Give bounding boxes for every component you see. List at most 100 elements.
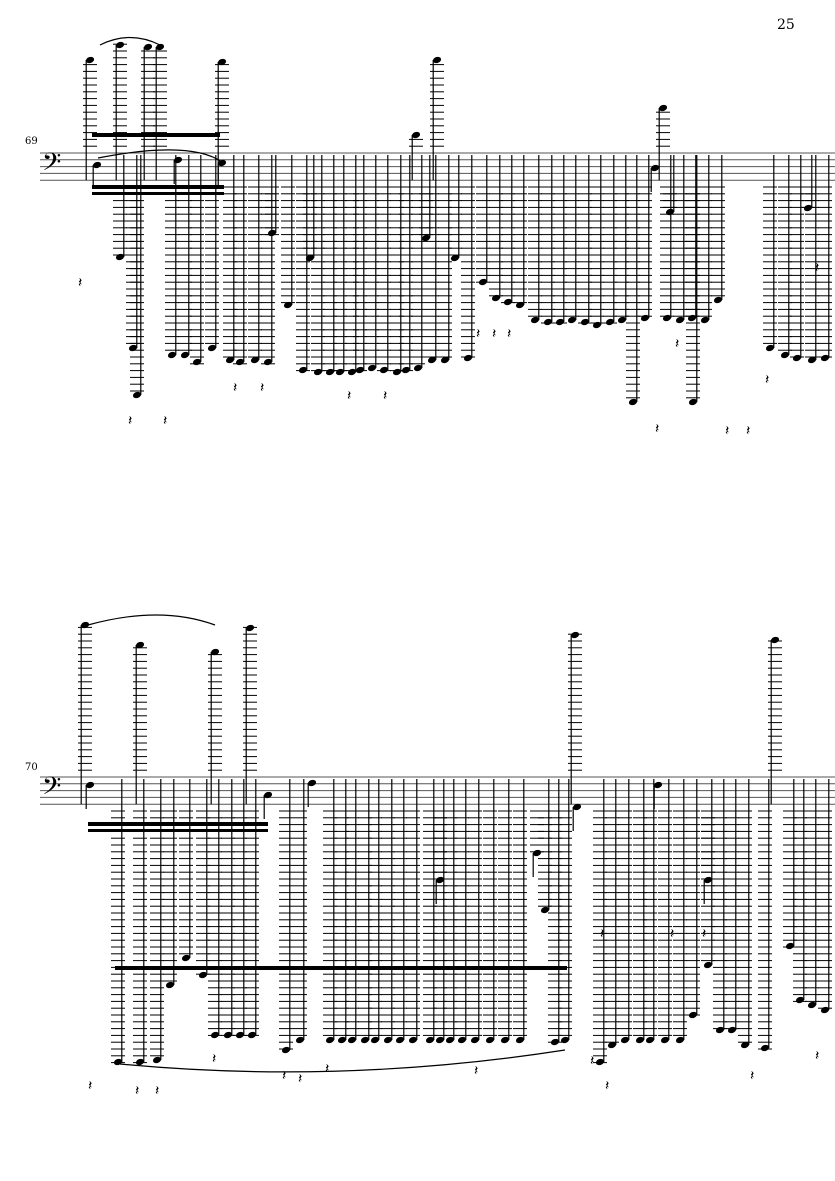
quarter-rest-icon: 𝄽 <box>746 423 750 439</box>
notehead <box>210 648 220 656</box>
quarter-rest-icon: 𝄽 <box>474 1063 478 1079</box>
notehead <box>235 358 245 366</box>
notehead <box>305 254 315 262</box>
notehead <box>675 316 685 324</box>
notehead <box>555 318 565 326</box>
notehead <box>165 981 175 989</box>
notehead <box>411 131 421 139</box>
notehead <box>173 156 183 164</box>
notehead <box>665 208 675 216</box>
notehead <box>92 161 102 169</box>
notehead <box>325 1036 335 1044</box>
notehead <box>198 971 208 979</box>
notehead <box>347 1036 357 1044</box>
notehead <box>550 1038 560 1046</box>
notehead <box>727 1026 737 1034</box>
notehead <box>128 344 138 352</box>
notehead <box>635 1036 645 1044</box>
notehead <box>662 314 672 322</box>
notehead <box>379 366 389 374</box>
notehead <box>485 1036 495 1044</box>
notehead <box>267 229 277 237</box>
quarter-rest-icon: 𝄽 <box>128 413 132 429</box>
tie <box>87 614 216 626</box>
notehead <box>515 301 525 309</box>
notehead <box>592 321 602 329</box>
notehead <box>383 1036 393 1044</box>
notehead <box>355 366 365 374</box>
notehead <box>820 354 830 362</box>
bass-clef-icon: 𝄢 <box>42 148 61 183</box>
notehead <box>181 954 191 962</box>
quarter-rest-icon: 𝄽 <box>212 1051 216 1067</box>
notehead <box>247 1031 257 1039</box>
notehead <box>580 318 590 326</box>
notehead <box>263 358 273 366</box>
quarter-rest-icon: 𝄽 <box>233 380 237 396</box>
quarter-rest-icon: 𝄽 <box>155 1083 159 1099</box>
quarter-rest-icon: 𝄽 <box>347 388 351 404</box>
notehead <box>703 961 713 969</box>
notehead <box>503 298 513 306</box>
quarter-rest-icon: 𝄽 <box>325 1061 329 1077</box>
notehead <box>180 351 190 359</box>
quarter-rest-icon: 𝄽 <box>298 1071 302 1087</box>
notehead <box>688 398 698 406</box>
notehead <box>567 316 577 324</box>
notehead <box>115 41 125 49</box>
notehead <box>192 358 202 366</box>
quarter-rest-icon: 𝄽 <box>765 372 769 388</box>
notehead <box>113 1058 123 1066</box>
notehead <box>595 1058 605 1066</box>
notehead <box>307 779 317 787</box>
notehead <box>298 366 308 374</box>
notehead <box>703 876 713 884</box>
bass-clef-icon: 𝄢 <box>42 772 61 807</box>
notehead <box>605 318 615 326</box>
notehead <box>688 1011 698 1019</box>
notehead <box>713 296 723 304</box>
notehead <box>313 368 323 376</box>
quarter-rest-icon: 𝄽 <box>383 388 387 404</box>
notehead <box>217 159 227 167</box>
notehead <box>210 1031 220 1039</box>
beam <box>115 966 567 970</box>
notehead <box>660 1036 670 1044</box>
measure-number-69: 69 <box>25 136 38 147</box>
slur <box>119 1049 566 1073</box>
quarter-rest-icon: 𝄽 <box>135 1083 139 1099</box>
notehead <box>250 356 260 364</box>
notehead <box>432 56 442 64</box>
notehead <box>445 1036 455 1044</box>
notehead <box>532 849 542 857</box>
quarter-rest-icon: 𝄽 <box>590 1053 594 1069</box>
notehead <box>658 104 668 112</box>
notehead <box>792 354 802 362</box>
slur <box>97 149 223 163</box>
quarter-rest-icon: 𝄽 <box>507 326 511 342</box>
notehead <box>245 624 255 632</box>
quarter-rest-icon: 𝄽 <box>815 1048 819 1064</box>
notehead <box>491 294 501 302</box>
notehead <box>515 1036 525 1044</box>
notehead <box>543 318 553 326</box>
notehead <box>572 803 582 811</box>
quarter-rest-icon: 𝄽 <box>655 421 659 437</box>
notehead <box>628 398 638 406</box>
notehead <box>653 781 663 789</box>
notehead <box>500 1036 510 1044</box>
beam <box>88 822 268 826</box>
measure-number-70: 70 <box>25 762 38 773</box>
notehead <box>225 356 235 364</box>
notehead <box>217 58 227 66</box>
quarter-rest-icon: 𝄽 <box>815 260 819 276</box>
notehead <box>570 631 580 639</box>
notehead <box>337 1036 347 1044</box>
notehead <box>785 942 795 950</box>
notehead <box>770 636 780 644</box>
beam <box>88 829 268 832</box>
quarter-rest-icon: 𝄽 <box>492 326 496 342</box>
quarter-rest-icon: 𝄽 <box>600 926 604 942</box>
page-number: 25 <box>777 17 795 33</box>
notehead <box>765 344 775 352</box>
